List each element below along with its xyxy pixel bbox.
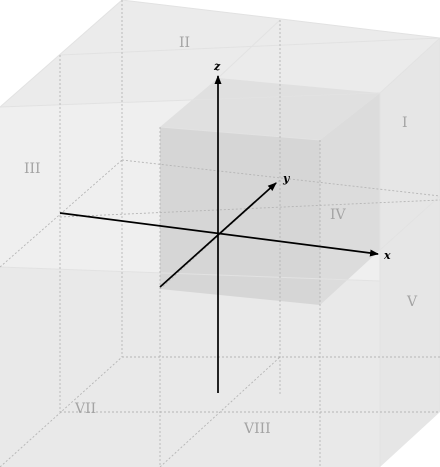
octant-label-V: V [406,294,418,310]
octant-label-VIII: VIII [243,421,271,437]
x-axis-label: x [383,249,391,262]
top-face [0,0,440,107]
axes [59,75,379,393]
highlighted-octant-top [160,78,380,140]
right-side-face [380,38,440,467]
front-lower-half [0,267,380,467]
octant-label-III: III [24,161,41,177]
octant-label-IV: IV [330,207,347,223]
y-axis [159,182,277,288]
octant-label-I: I [402,115,408,131]
octant-label-VII: VII [74,401,96,417]
octant-label-II: II [179,35,190,51]
y-axis-label: y [282,172,291,185]
z-axis-label: z [213,60,221,73]
